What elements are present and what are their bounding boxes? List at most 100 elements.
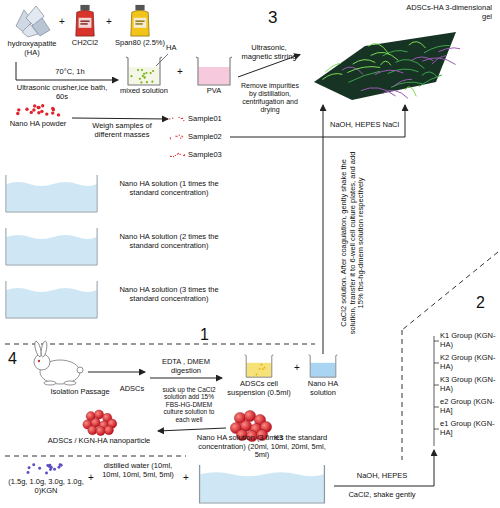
process-arrow: [16, 62, 118, 80]
apparatus-node: mixed solution: [118, 56, 170, 98]
region-number: 4: [8, 350, 22, 368]
apparatus-node: Sample02: [168, 130, 230, 144]
particle-dots: [14, 102, 62, 118]
node-art: [168, 130, 186, 144]
beaker-illustration: [194, 56, 234, 86]
process-arrow: [88, 372, 145, 373]
annotation-text: +: [58, 16, 66, 28]
reagent-bottle: [71, 4, 99, 37]
apparatus-node: ADSCs cell suspension (0.5ml): [224, 354, 294, 400]
node-art: [4, 280, 99, 320]
node-label: Sample01: [188, 115, 230, 124]
node-label: Nano HA powder: [4, 120, 72, 129]
node-art: [22, 462, 68, 476]
annotation-text: ADSCs: [112, 385, 152, 394]
apparatus-node: hydroxyapatite (HA): [4, 4, 60, 62]
particle-dots: [168, 112, 186, 126]
solution-container: [4, 174, 99, 214]
annotation-text: e1 Group (KGN-HA]: [440, 420, 498, 437]
node-label: Nano HA solution (1 times the standard c…: [106, 180, 232, 197]
node-label: Nano HA solution (3 times the standard c…: [192, 434, 332, 460]
group-bracket: [434, 336, 439, 446]
region-divider: [5, 344, 315, 345]
step-condition: CaCl2 solution. After coagulation, gentl…: [339, 145, 365, 340]
step-condition: NaOH, HEPES NaCl: [330, 121, 402, 130]
process-arrow: [72, 118, 168, 119]
particle-dots: [22, 462, 68, 476]
node-art: [168, 148, 186, 162]
node-art: [71, 4, 99, 37]
apparatus-node: Nano HA solution: [300, 354, 346, 396]
annotation-text: e2 Group (KGN-HA]: [440, 398, 498, 415]
solution-container: [4, 227, 99, 267]
node-label: hydroxyapatite (HA): [4, 40, 60, 57]
node-art: [4, 174, 99, 214]
gel-illustration: [310, 24, 460, 104]
step-condition: suck up the CaCl2 solution add 15% FBS-H…: [156, 386, 222, 423]
node-label: Sample03: [188, 151, 230, 160]
node-label: mixed solution: [118, 87, 170, 96]
apparatus-node: ADSCs-HA 3-dimensional gel: [300, 4, 492, 105]
node-label: ADSCs cell suspension (0.5ml): [224, 380, 294, 397]
node-label: Nano HA solution (2 times the standard c…: [106, 233, 232, 250]
apparatus-node: Span80 (2.5%): [114, 4, 166, 54]
step-condition: Weigh samples of different masses: [80, 122, 164, 139]
step-condition: 70°C, 1h: [30, 68, 110, 77]
beaker-illustration: [306, 354, 340, 378]
node-art: [124, 56, 164, 86]
annotation-text: K2 Group (KGN-HA): [440, 354, 498, 371]
process-arrow: [230, 105, 405, 137]
annotation-text: distilled water (10ml, 10ml, 10ml, 5ml, …: [96, 462, 180, 479]
node-art: [306, 354, 340, 378]
process-arrow: [323, 105, 324, 354]
node-art: [14, 102, 62, 118]
node-art: [4, 227, 99, 267]
leader-line: [156, 54, 168, 66]
node-art: [12, 4, 52, 38]
particle-dots: [168, 130, 186, 144]
particle-dots: [168, 148, 186, 162]
annotation-text: +: [172, 66, 188, 78]
rabbit-illustration: [34, 341, 83, 385]
annotation-text: Isolation Passage: [48, 388, 112, 397]
node-art: [197, 464, 327, 505]
crystal-illustration: [12, 4, 52, 38]
node-label: ADSCs-HA 3-dimensional gel: [396, 4, 492, 21]
annotation-text: EDTA , DMEM digestion: [148, 358, 224, 375]
annotation-text: HA: [166, 44, 182, 53]
apparatus-node: Nano HA solution (1 times the standard c…: [4, 172, 232, 216]
node-art: [168, 112, 186, 126]
region-number: 1: [200, 326, 214, 344]
apparatus-node: Sample03: [168, 148, 230, 162]
node-art: [70, 408, 128, 436]
process-arrow: [158, 428, 226, 431]
apparatus-node: Sample01: [168, 112, 230, 126]
beaker-illustration: [242, 354, 276, 378]
annotation-text: +: [86, 472, 96, 484]
node-label: PVA: [190, 87, 238, 96]
apparatus-node: ADSCs / KGN-HA nanoparticle: [40, 408, 158, 454]
region-divider: [402, 252, 498, 330]
apparatus-node: (1.5g, 1.0g, 3.0g, 1.0g, 0)KGN: [4, 462, 88, 504]
solution-container: [4, 280, 99, 320]
reagent-bottle: [125, 4, 155, 37]
annotation-text: K1 Group (KGN-HA): [440, 332, 498, 349]
node-art: [310, 24, 460, 104]
annotation-text: Remove impurities by distillation, centr…: [240, 82, 300, 114]
region-number: 3: [268, 8, 284, 28]
node-label: (1.5g, 1.0g, 3.0g, 1.0g, 0)KGN: [4, 478, 88, 495]
region-number: 2: [476, 294, 492, 312]
apparatus-node: Nano HA powder: [4, 102, 72, 134]
apparatus-node: Nano HA solution (2 times the standard c…: [4, 225, 232, 269]
annotation-text: +: [104, 16, 114, 28]
beaker-illustration: [124, 56, 164, 86]
process-arrow: [150, 378, 222, 379]
annotation-text: K3 Group (KGN-HA): [440, 376, 498, 393]
node-art: [242, 354, 276, 378]
annotation-text: +: [292, 362, 302, 374]
apparatus-node: Nano HA solution (3 times the standard c…: [4, 278, 232, 322]
apparatus-node: CH2Cl2: [66, 4, 104, 54]
node-label: CH2Cl2: [66, 39, 104, 48]
node-art: [194, 56, 234, 86]
